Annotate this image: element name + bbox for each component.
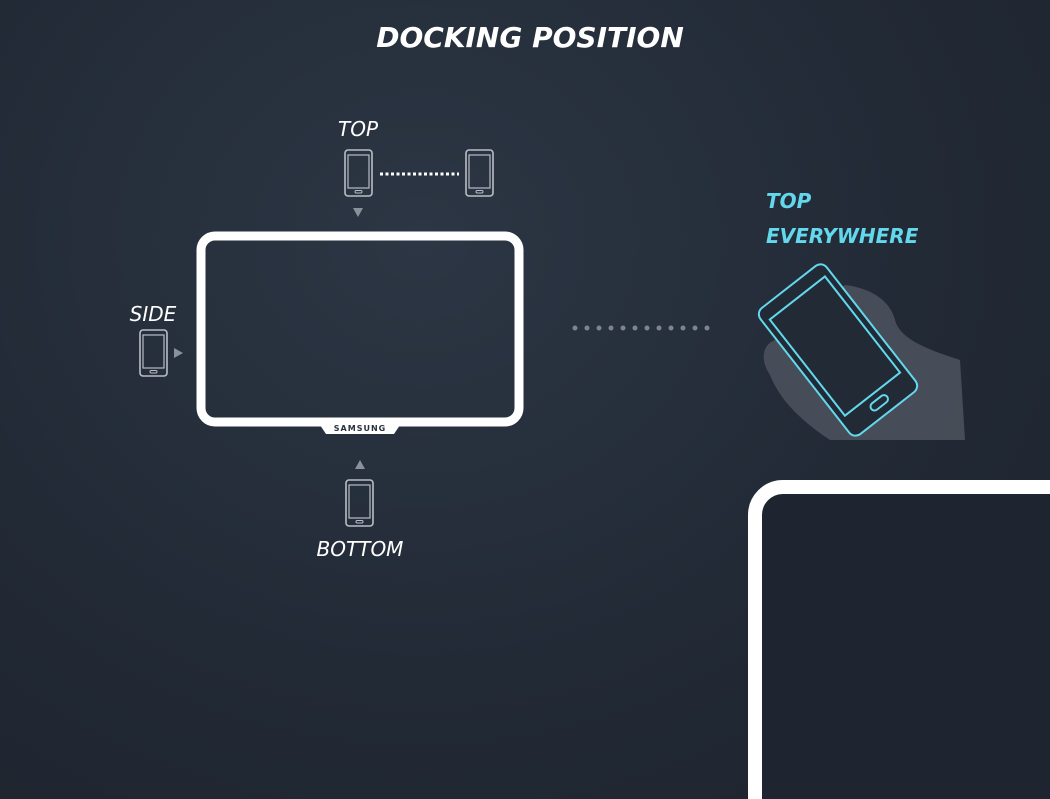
phone-top-right-icon bbox=[465, 149, 494, 197]
tv-brand-logo: SAMSUNG bbox=[334, 424, 386, 433]
label-bottom: BOTTOM bbox=[317, 537, 404, 561]
label-side: SIDE bbox=[130, 302, 177, 326]
tv-stand bbox=[318, 422, 402, 434]
tv-frame bbox=[196, 231, 524, 427]
feature-line2: EVERYWHERE bbox=[766, 224, 919, 248]
phone-side-icon bbox=[139, 329, 168, 377]
dotted-connector-right bbox=[572, 325, 710, 331]
phone-bottom-icon bbox=[345, 479, 374, 527]
page-title: DOCKING POSITION bbox=[376, 21, 684, 54]
phone-top-left-icon bbox=[344, 149, 373, 197]
arrow-up-icon bbox=[355, 460, 365, 469]
label-top: TOP bbox=[338, 117, 379, 141]
arrow-right-icon bbox=[174, 348, 183, 358]
large-screen-frame bbox=[748, 480, 1050, 799]
feature-line1: TOP bbox=[766, 189, 812, 213]
tilted-phone-icon bbox=[757, 263, 919, 437]
arrow-down-icon bbox=[353, 208, 363, 217]
